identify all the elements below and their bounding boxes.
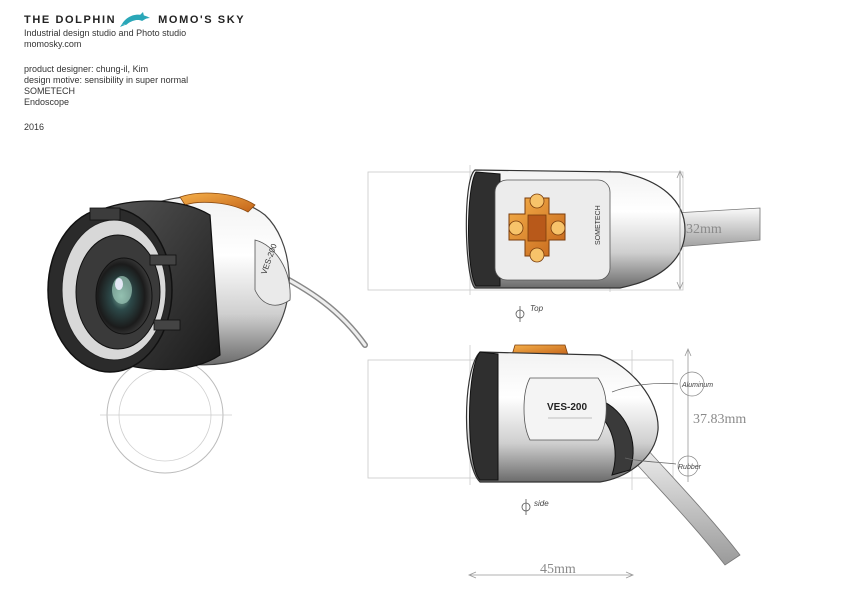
- perspective-view: VES-200: [47, 192, 368, 474]
- studio-website: momosky.com: [24, 39, 82, 49]
- side-height-dimension: 37.83mm: [693, 412, 746, 427]
- studio-logo: THE DOLPHIN MOMO'S SKY: [24, 12, 245, 28]
- studio-header: THE DOLPHIN MOMO'S SKY Industrial design…: [24, 12, 245, 50]
- design-year: 2016: [24, 122, 45, 132]
- design-credits: product designer: chung-il, Kim design m…: [24, 64, 188, 108]
- top-view-label: Top: [530, 304, 544, 313]
- svg-text:SOMETECH: SOMETECH: [595, 205, 602, 245]
- designer-credit: product designer: chung-il, Kim: [24, 64, 149, 74]
- company-name: SOMETECH: [24, 86, 76, 96]
- top-height-dimension: 32mm: [686, 222, 722, 237]
- design-motive: design motive: sensibility in super norm…: [24, 75, 189, 85]
- side-view: VES-200: [367, 344, 741, 579]
- rubber-callout: Rubber: [678, 464, 702, 471]
- width-dimension: 45mm: [540, 562, 576, 577]
- studio-tagline: Industrial design studio and Photo studi…: [24, 28, 187, 38]
- dolphin-icon: [120, 12, 154, 28]
- svg-text:VES-200: VES-200: [547, 402, 587, 413]
- logo-right-text: MOMO'S SKY: [158, 14, 246, 26]
- product-name: Endoscope: [24, 97, 70, 107]
- top-view: SOMETECH: [367, 165, 761, 322]
- side-view-label: side: [534, 499, 549, 508]
- logo-left-text: THE DOLPHIN: [24, 14, 117, 26]
- aluminum-callout: Aluminum: [681, 382, 713, 389]
